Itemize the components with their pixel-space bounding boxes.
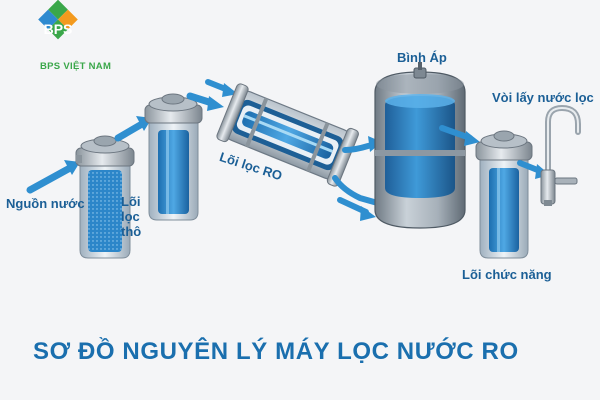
- label-coarse-line-3: thô: [121, 223, 142, 239]
- flow-arrow-3: [439, 125, 480, 146]
- function-filter: [475, 130, 533, 259]
- label-source-water: Nguồn nước: [6, 196, 85, 211]
- brand-logo: BPS: [38, 0, 78, 40]
- pressure-tank: [374, 62, 466, 229]
- coarse-filter: [144, 93, 203, 221]
- brand-name: BPS VIỆT NAM: [40, 61, 112, 72]
- sediment-filter: [75, 135, 135, 259]
- page-title: SƠ ĐỒ NGUYÊN LÝ MÁY LỌC NƯỚC RO: [33, 338, 519, 365]
- faucet: [540, 104, 581, 206]
- label-function-core: Lõi chức năng: [462, 267, 552, 282]
- label-coarse-line-2: lọc: [121, 208, 140, 224]
- inflow-arrow: [26, 160, 80, 194]
- flow-arrow-2: [186, 79, 238, 111]
- label-faucet: Vòi lấy nước lọc: [492, 90, 594, 105]
- label-coarse-line-1: Lõi: [121, 194, 141, 209]
- label-coarse-filter: Lõi lọc thô: [121, 194, 142, 240]
- ro-membrane: [216, 83, 359, 187]
- label-pressure-tank: Bình Áp: [397, 50, 447, 65]
- svg-text:BPS: BPS: [44, 21, 73, 37]
